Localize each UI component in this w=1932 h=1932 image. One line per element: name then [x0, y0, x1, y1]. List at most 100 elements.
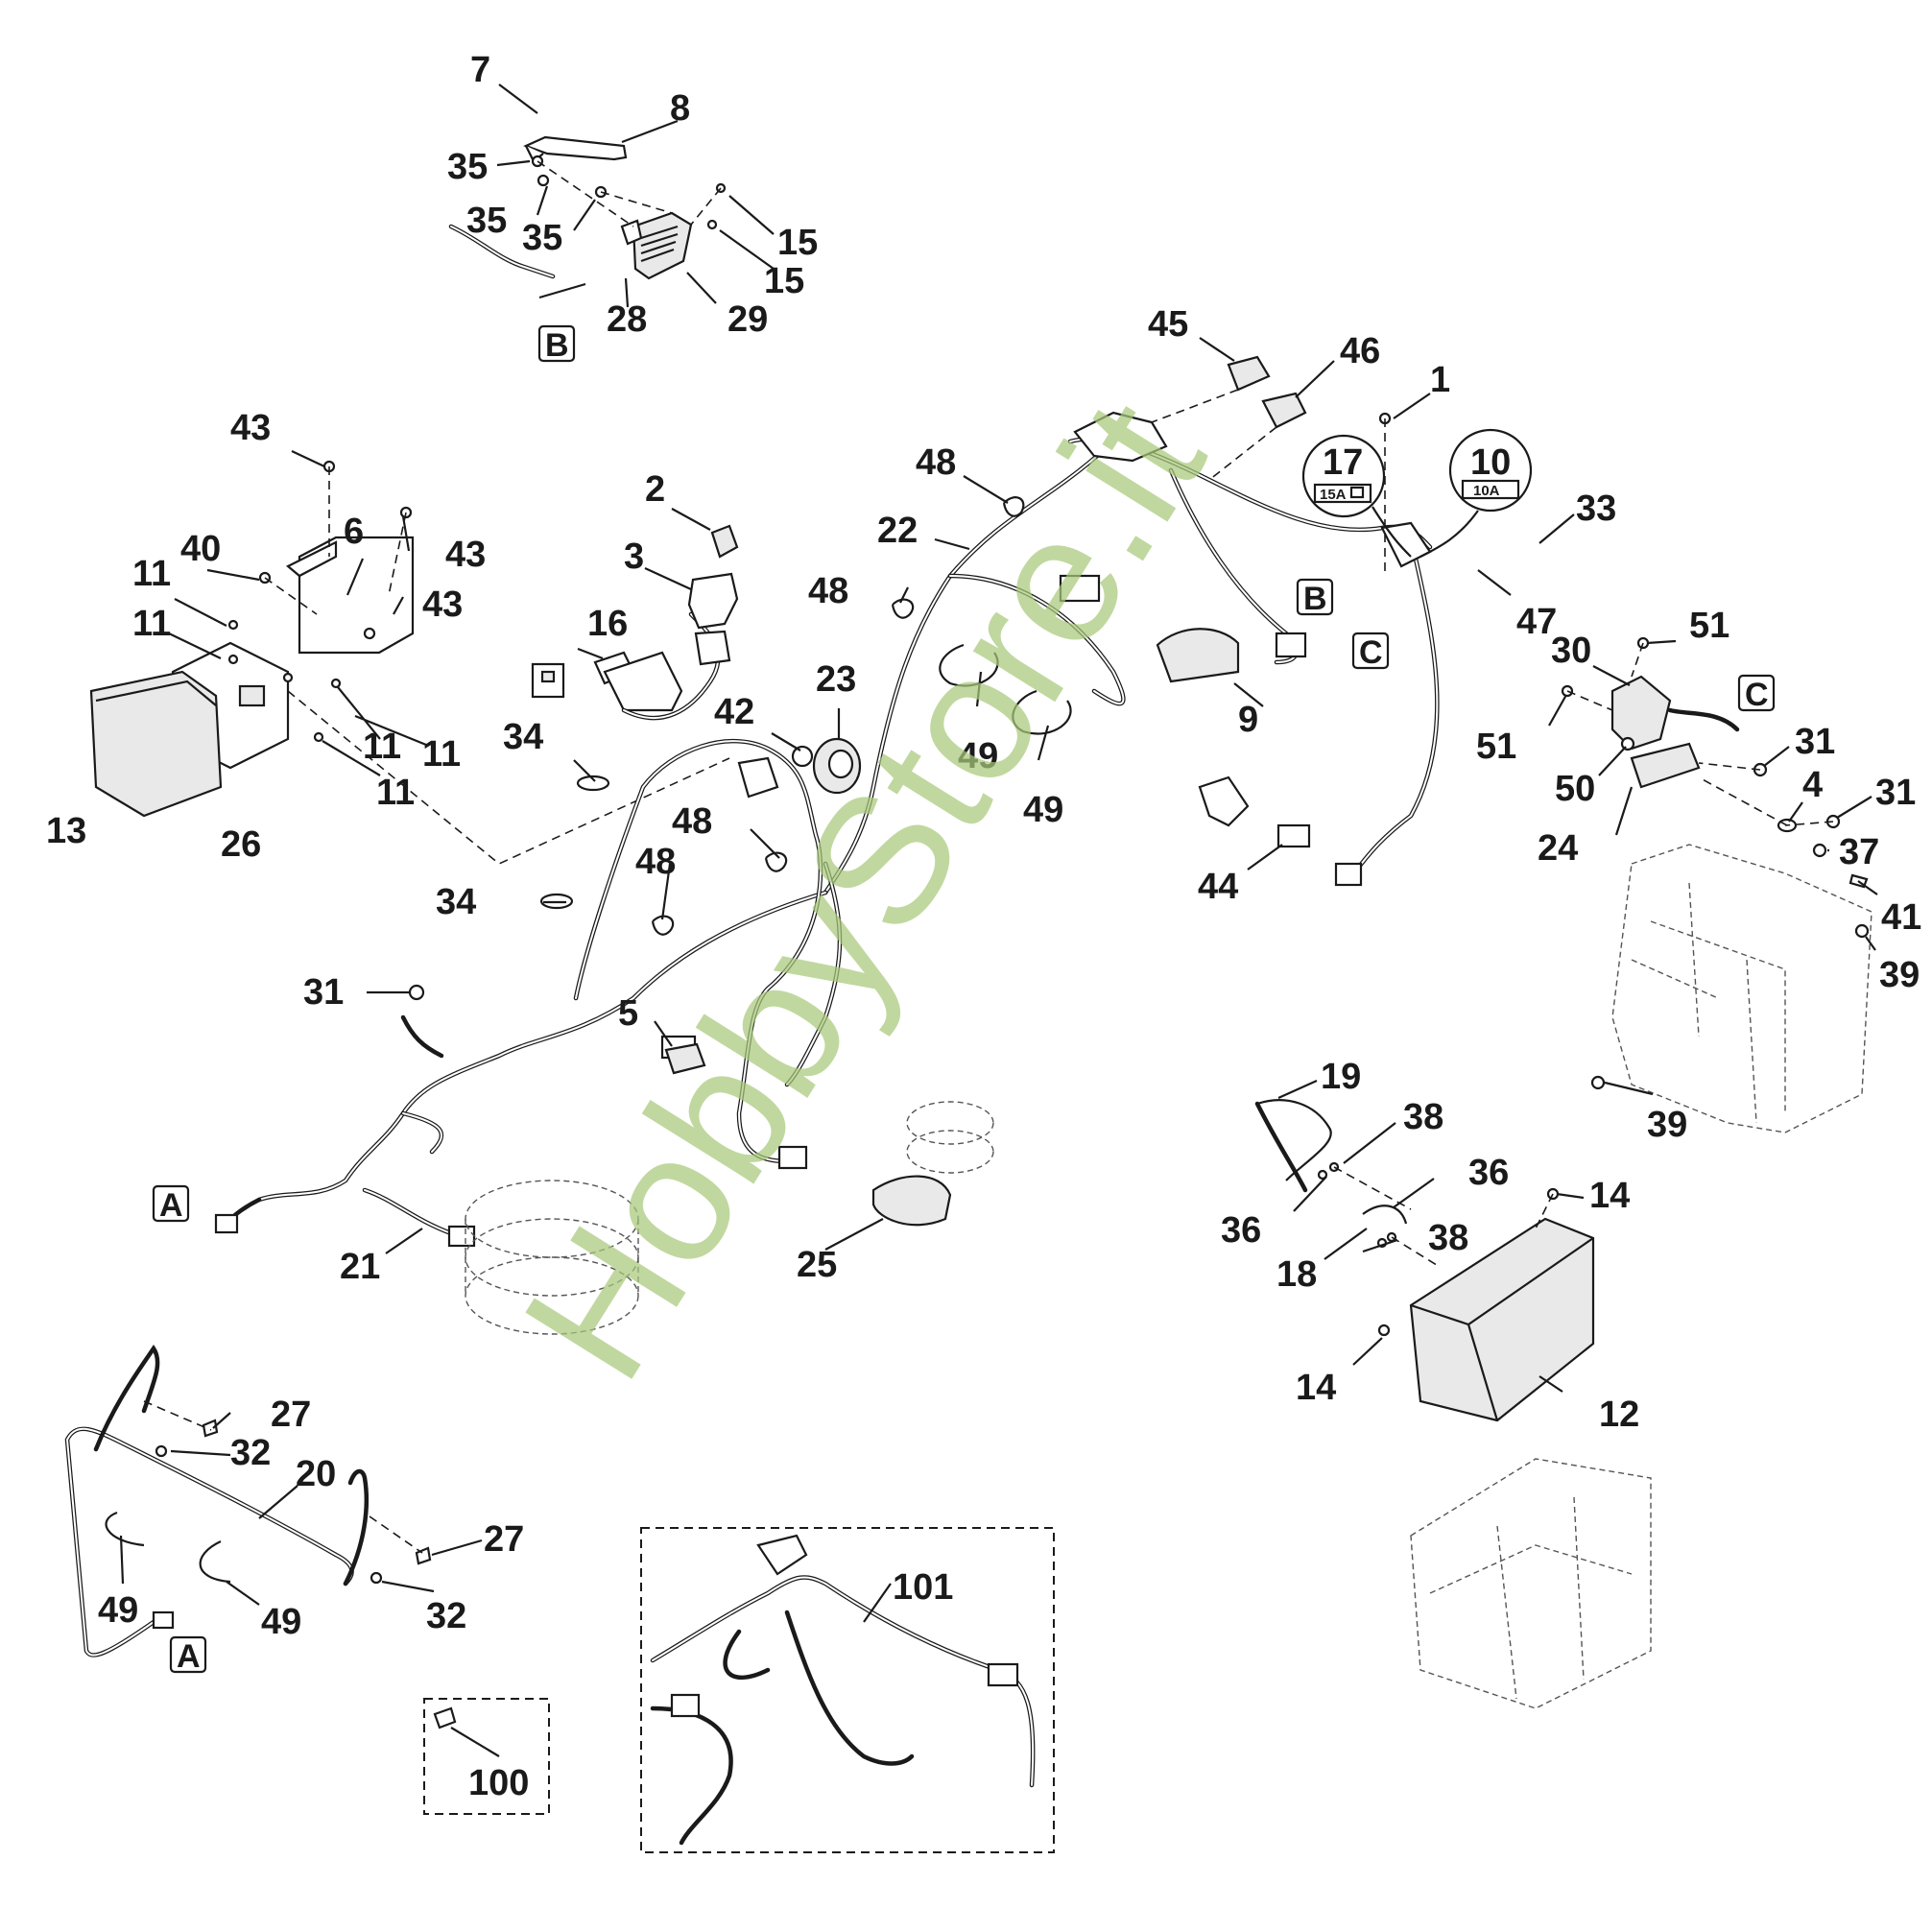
switches-45-46	[1002, 355, 1392, 576]
callout-box-c2	[1737, 674, 1776, 712]
label-11c: 11	[363, 727, 401, 767]
label-12: 12	[1599, 1395, 1639, 1435]
label-31a: 31	[1795, 722, 1835, 762]
screw-15b	[706, 219, 718, 230]
switch-45	[1227, 355, 1271, 392]
label-100: 100	[468, 1763, 529, 1803]
group-control-module-b	[448, 135, 727, 299]
label-36a: 36	[1221, 1210, 1261, 1251]
callout-box-b	[537, 324, 576, 363]
clip-48b	[764, 851, 788, 872]
key-2	[710, 524, 739, 559]
label-18: 18	[1276, 1254, 1317, 1295]
label-27b: 27	[484, 1519, 524, 1560]
part-number-labels: 7 8 35 35 35 15 15 28 29 45 46 1 48 22 3…	[46, 50, 1921, 1803]
washer-36a	[1317, 1169, 1328, 1181]
callout-c1-label: C	[1359, 634, 1383, 671]
label-38a: 38	[1403, 1097, 1443, 1137]
label-31b: 31	[1875, 773, 1916, 813]
label-fuse-17: 17	[1323, 442, 1363, 483]
nut-31c	[408, 984, 425, 1001]
label-51a: 51	[1689, 606, 1729, 646]
label-31c: 31	[303, 972, 344, 1013]
label-26: 26	[221, 824, 261, 865]
callout-a2-label: A	[177, 1638, 201, 1675]
label-29: 29	[727, 299, 768, 340]
label-34a: 34	[503, 717, 543, 757]
label-39a: 39	[1879, 955, 1920, 995]
nut-39a	[1854, 923, 1870, 939]
label-48b: 48	[808, 571, 848, 611]
switch-5	[664, 1042, 706, 1075]
fuse-labels: 17 15A 10 10A	[1320, 442, 1511, 503]
label-38b: 38	[1428, 1218, 1468, 1258]
label-48d: 48	[635, 842, 676, 882]
label-50: 50	[1555, 769, 1595, 809]
label-21: 21	[340, 1247, 380, 1287]
label-fuse-17-rating: 15A	[1320, 487, 1347, 503]
battery-tray-upper	[1611, 844, 1872, 1133]
battery-symbol-icon	[1349, 486, 1365, 499]
label-30: 30	[1551, 631, 1591, 671]
label-43b: 43	[445, 535, 486, 575]
label-27a: 27	[271, 1395, 311, 1435]
washer-37	[1812, 843, 1827, 858]
battery-tray-lower	[1410, 1458, 1652, 1709]
label-fuse-10-rating: 10A	[1473, 483, 1500, 499]
ignition-key-switch	[687, 524, 739, 666]
label-43a: 43	[230, 408, 271, 448]
callout-a1-label: A	[159, 1187, 183, 1224]
pulleys	[465, 1101, 994, 1335]
lamp-27a	[202, 1419, 219, 1438]
letter-callouts: B B C C A A	[152, 324, 1776, 1675]
label-42: 42	[714, 692, 754, 732]
lever-part	[523, 135, 628, 161]
switch-3	[687, 572, 739, 630]
label-3: 3	[624, 537, 644, 577]
label-36b: 36	[1468, 1153, 1509, 1193]
tie-34a	[576, 775, 610, 792]
label-24: 24	[1538, 828, 1578, 869]
horn-23	[791, 737, 862, 795]
clip-49a	[939, 643, 999, 687]
kit-box-101	[640, 1527, 1055, 1853]
label-16: 16	[587, 604, 628, 644]
clip-49d	[199, 1540, 231, 1584]
solenoid-24	[1630, 742, 1701, 789]
label-11a: 11	[132, 554, 171, 594]
label-49c: 49	[98, 1590, 138, 1631]
callout-box-a1	[152, 1184, 190, 1223]
callout-b-label: B	[545, 327, 569, 364]
label-32a: 32	[230, 1433, 271, 1473]
switch-46	[1261, 392, 1307, 429]
label-49d: 49	[261, 1602, 301, 1642]
callout-c2-label: C	[1745, 677, 1769, 713]
label-4: 4	[1802, 765, 1823, 805]
callout-b2-label: B	[1303, 581, 1327, 617]
callout-box-a2	[169, 1635, 207, 1674]
callout-box-b2	[1296, 578, 1334, 616]
label-9: 9	[1238, 700, 1258, 740]
cable-19	[1256, 1099, 1332, 1181]
label-14b: 14	[1296, 1368, 1336, 1408]
harness-20	[64, 1344, 432, 1658]
bulb-32a	[155, 1444, 168, 1458]
label-51b: 51	[1476, 727, 1516, 767]
label-43c: 43	[422, 584, 463, 625]
kit-box-100	[423, 1698, 550, 1815]
main-wiring-harness-22	[214, 411, 1440, 1248]
label-7: 7	[470, 50, 490, 90]
bolt-14b	[1377, 1324, 1391, 1337]
label-fuse-10: 10	[1470, 442, 1511, 483]
wire-bundle-16	[603, 651, 683, 712]
label-22: 22	[877, 511, 918, 551]
washer-35b	[537, 174, 550, 187]
label-35b: 35	[466, 201, 507, 241]
label-20: 20	[296, 1454, 336, 1494]
harness-junction-top	[1073, 411, 1168, 463]
label-14a: 14	[1589, 1176, 1630, 1216]
label-33: 33	[1576, 489, 1616, 529]
label-2: 2	[645, 469, 665, 510]
label-11d: 11	[422, 734, 461, 775]
